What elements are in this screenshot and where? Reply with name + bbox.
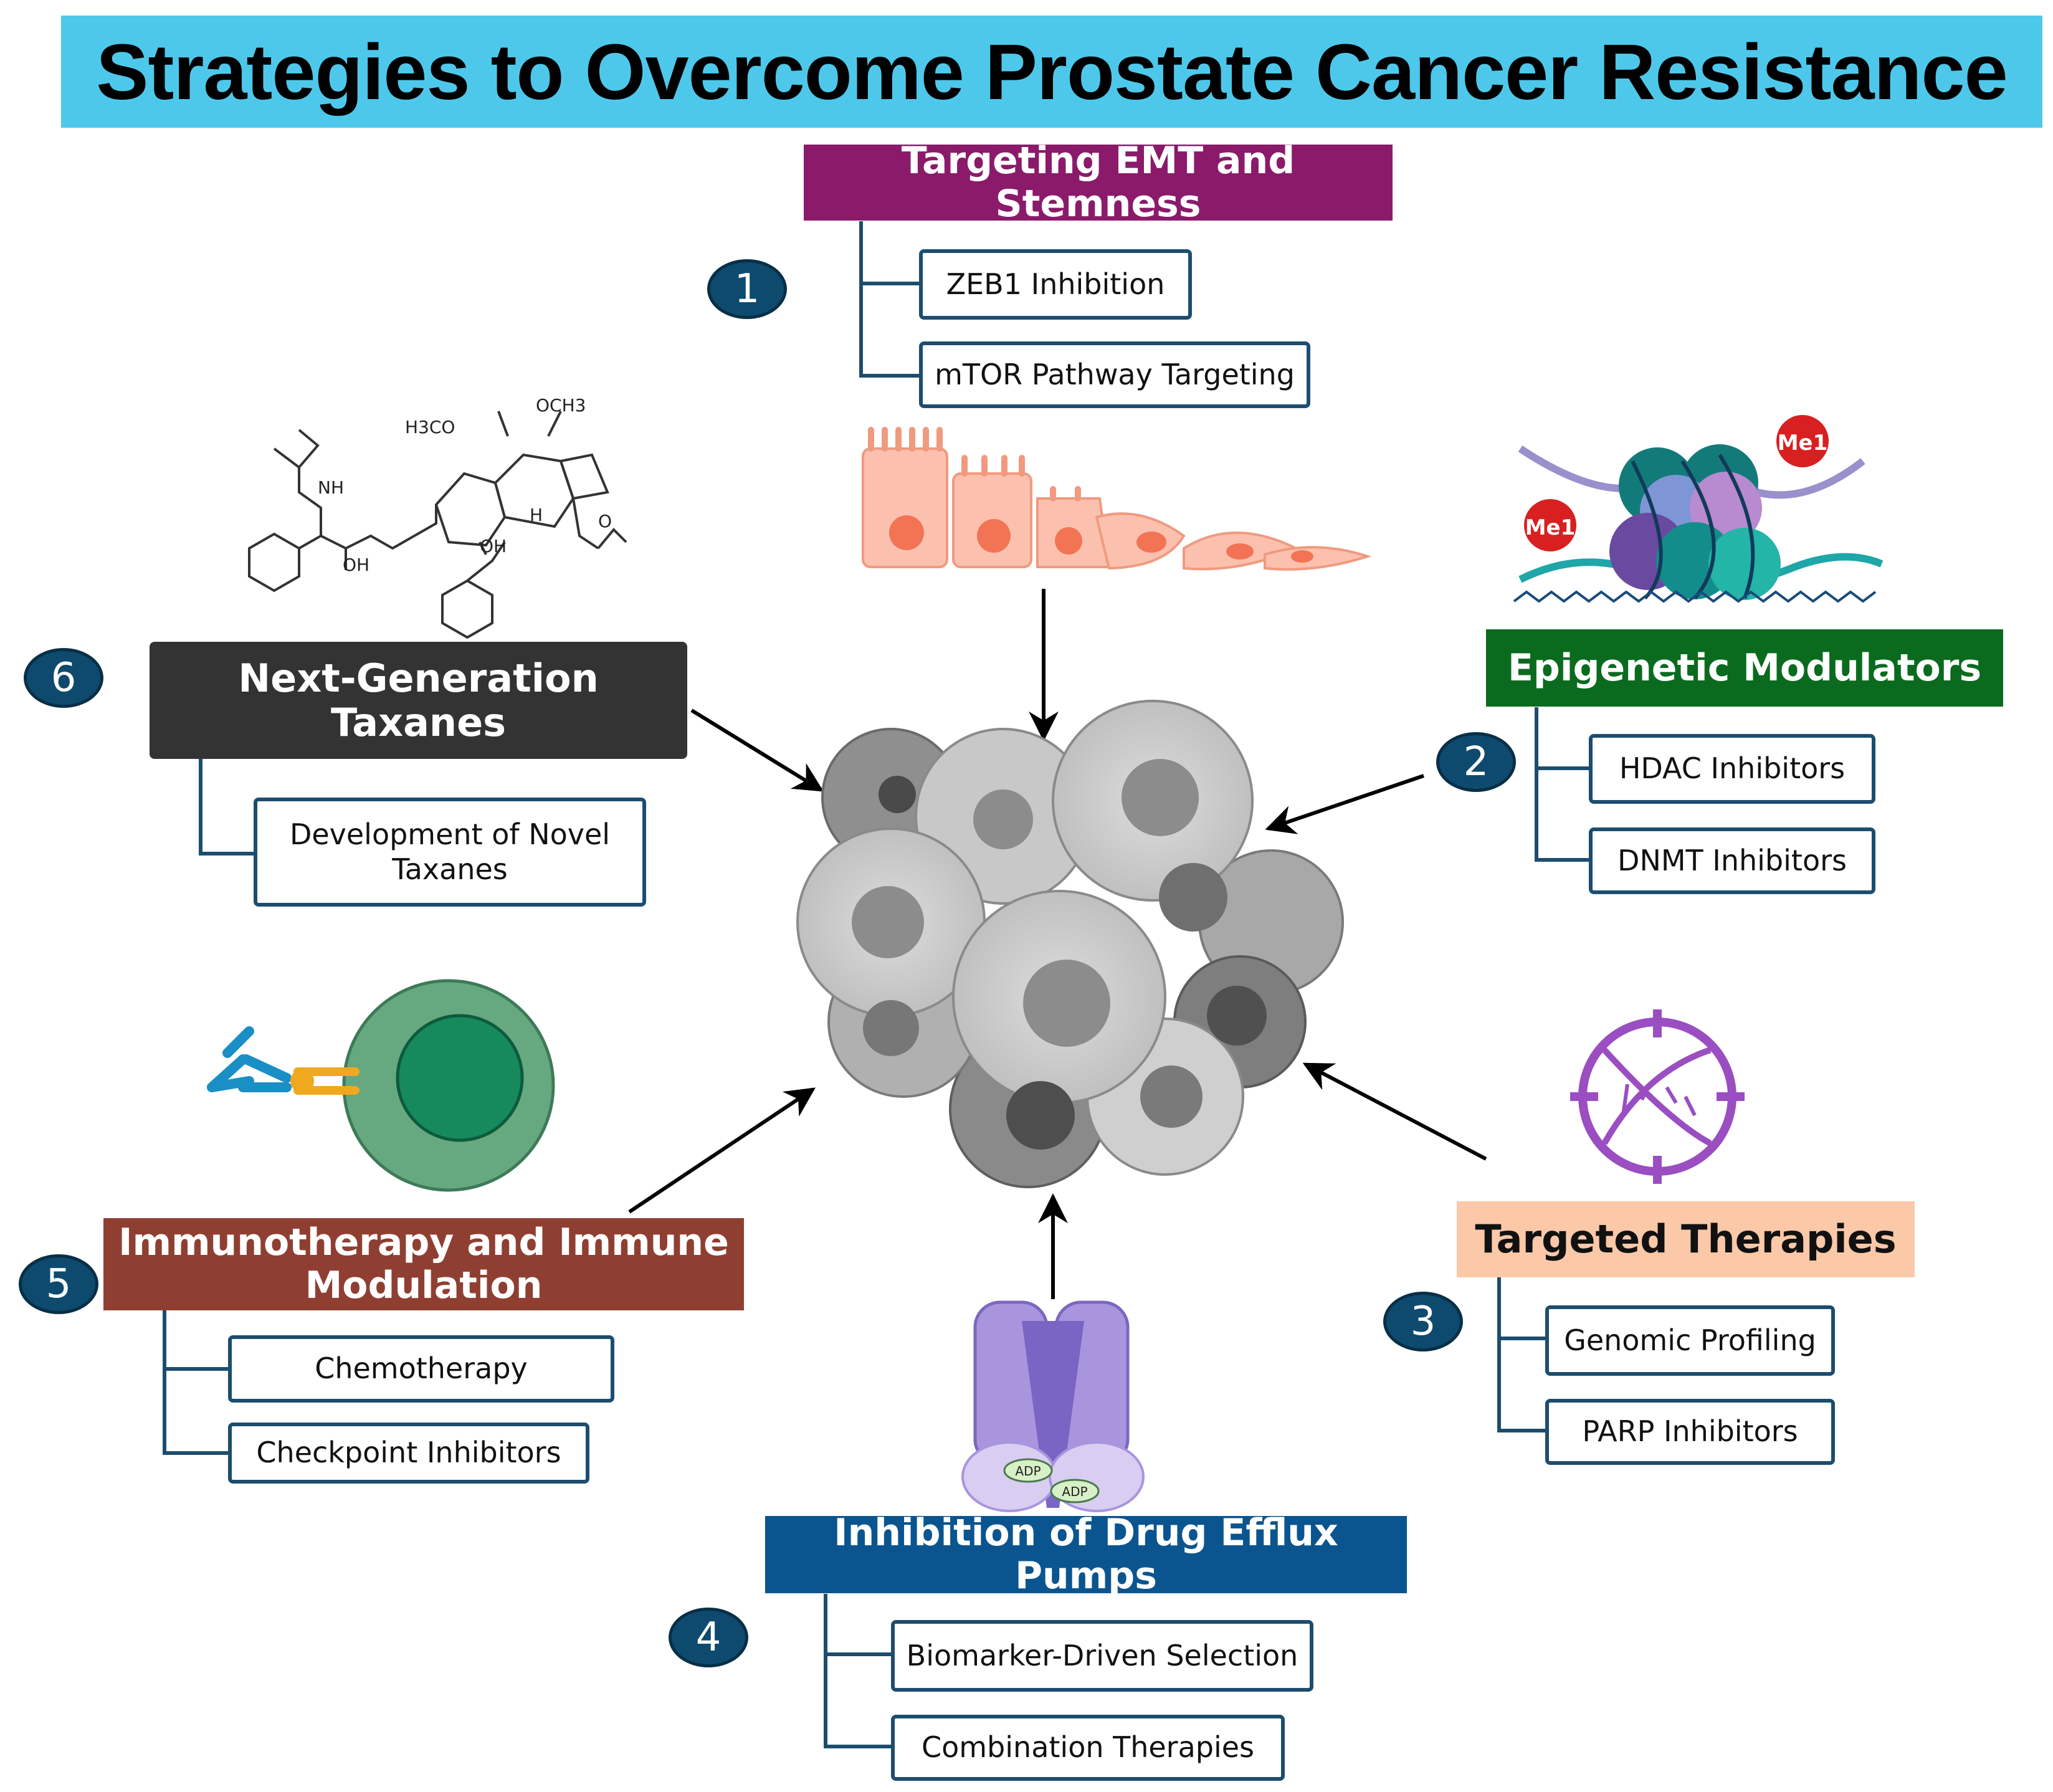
item-label: Genomic Profiling bbox=[1564, 1323, 1816, 1357]
arrows bbox=[628, 589, 1487, 1299]
heading-label: Epigenetic Modulators bbox=[1507, 646, 1982, 690]
item-zeb1-inhibition: ZEB1 Inhibition bbox=[919, 249, 1192, 320]
badge-3: 3 bbox=[1383, 1292, 1463, 1351]
taxane-molecule-icon bbox=[248, 411, 627, 639]
item-novel-taxanes: Development of Novel Taxanes bbox=[254, 798, 646, 907]
heading-next-gen-taxanes: Next-Generation Taxanes bbox=[150, 642, 687, 759]
badge-number: 3 bbox=[1410, 1299, 1436, 1345]
adp-label: ADP bbox=[1062, 1484, 1087, 1499]
item-combination-therapies: Combination Therapies bbox=[891, 1715, 1285, 1781]
me1-mark: Me1 bbox=[1525, 515, 1576, 540]
antibody-tcell-icon bbox=[207, 979, 555, 1192]
molecule-label: O bbox=[598, 511, 612, 531]
item-label: Checkpoint Inhibitors bbox=[256, 1436, 561, 1470]
badge-2: 2 bbox=[1436, 732, 1516, 792]
nucleosome-icon: Me1 Me1 bbox=[1513, 415, 1884, 603]
title-banner: Strategies to Overcome Prostate Cancer R… bbox=[61, 16, 2042, 128]
badge-number: 4 bbox=[695, 1614, 722, 1661]
heading-label: Targeted Therapies bbox=[1475, 1216, 1897, 1262]
item-label: Biomarker-Driven Selection bbox=[906, 1638, 1298, 1672]
item-chemotherapy: Chemotherapy bbox=[228, 1335, 614, 1403]
heading-label: Inhibition of Drug Efflux Pumps bbox=[834, 1511, 1338, 1598]
item-label: DNMT Inhibitors bbox=[1617, 843, 1847, 877]
item-checkpoint-inhibitors: Checkpoint Inhibitors bbox=[228, 1423, 589, 1484]
item-label: mTOR Pathway Targeting bbox=[935, 357, 1295, 391]
badge-number: 5 bbox=[45, 1261, 72, 1307]
adp-label: ADP bbox=[1015, 1464, 1041, 1479]
heading-label: Next-Generation Taxanes bbox=[238, 655, 599, 745]
molecule-label: OH bbox=[480, 536, 507, 556]
molecule-label: H bbox=[530, 505, 543, 525]
page-title: Strategies to Overcome Prostate Cancer R… bbox=[96, 27, 2008, 116]
connector-lines bbox=[163, 221, 1591, 1748]
dna-target-icon bbox=[1570, 1009, 1745, 1184]
heading-immunotherapy: Immunotherapy and Immune Modulation bbox=[103, 1218, 744, 1310]
molecule-label: H3CO bbox=[405, 417, 455, 437]
efflux-pump-icon: ADP ADP bbox=[961, 1300, 1145, 1512]
item-label: Chemotherapy bbox=[315, 1351, 528, 1386]
tumor-cluster-icon bbox=[796, 700, 1344, 1188]
item-genomic-profiling: Genomic Profiling bbox=[1545, 1305, 1835, 1376]
molecule-label: OCH3 bbox=[536, 395, 586, 416]
badge-6: 6 bbox=[24, 648, 103, 708]
me1-mark: Me1 bbox=[1778, 431, 1828, 455]
badge-number: 2 bbox=[1463, 739, 1489, 785]
heading-targeted-therapies: Targeted Therapies bbox=[1457, 1201, 1915, 1277]
badge-1: 1 bbox=[707, 259, 787, 319]
item-label: Combination Therapies bbox=[921, 1730, 1255, 1765]
item-mtor-pathway: mTOR Pathway Targeting bbox=[919, 341, 1310, 408]
item-label: HDAC Inhibitors bbox=[1619, 751, 1846, 786]
heading-targeting-emt: Targeting EMT and Stemness bbox=[804, 140, 1393, 226]
heading-epigenetic-modulators: Epigenetic Modulators bbox=[1486, 629, 2003, 707]
item-label: PARP Inhibitors bbox=[1582, 1414, 1798, 1449]
molecule-label: NH bbox=[318, 477, 344, 498]
item-hdac-inhibitors: HDAC Inhibitors bbox=[1589, 734, 1875, 804]
emt-cells-icon bbox=[862, 427, 1372, 571]
badge-number: 1 bbox=[734, 266, 760, 312]
item-biomarker-selection: Biomarker-Driven Selection bbox=[891, 1620, 1313, 1692]
item-parp-inhibitors: PARP Inhibitors bbox=[1545, 1399, 1835, 1465]
molecule-label: OH bbox=[343, 555, 369, 575]
badge-number: 6 bbox=[50, 655, 77, 701]
heading-label: Targeting EMT and Stemness bbox=[901, 139, 1295, 226]
item-label: Development of Novel Taxanes bbox=[289, 817, 611, 886]
item-label: ZEB1 Inhibition bbox=[946, 267, 1165, 301]
badge-5: 5 bbox=[19, 1254, 98, 1314]
heading-drug-efflux: Inhibition of Drug Efflux Pumps bbox=[765, 1512, 1407, 1598]
item-dnmt-inhibitors: DNMT Inhibitors bbox=[1589, 827, 1875, 894]
heading-label: Immunotherapy and Immune Modulation bbox=[118, 1221, 729, 1307]
badge-4: 4 bbox=[669, 1608, 748, 1667]
